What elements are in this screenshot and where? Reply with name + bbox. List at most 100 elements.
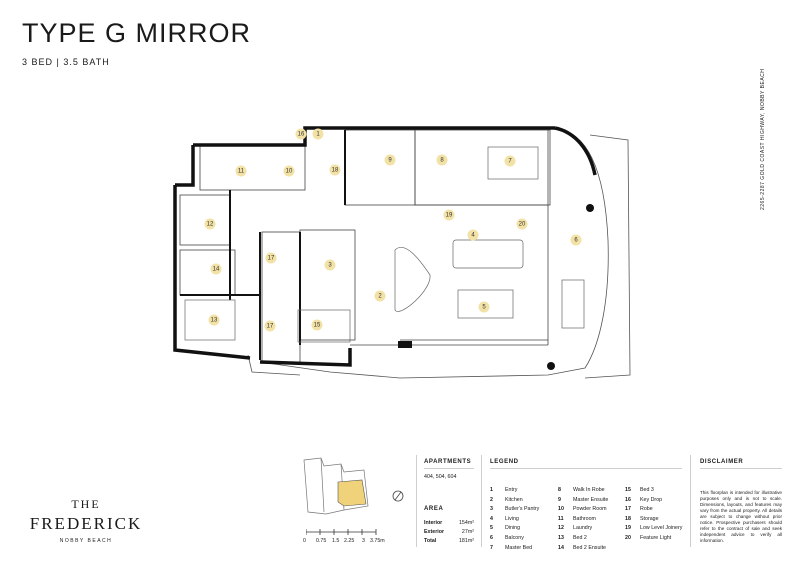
room-label-7: 7	[508, 159, 512, 165]
room-label-9: 9	[388, 158, 392, 164]
area-heading: AREA	[424, 506, 444, 512]
brand-name: FREDERICK	[29, 514, 143, 533]
disclaimer-heading: DISCLAIMER	[700, 459, 744, 465]
room-marker-13	[208, 314, 220, 326]
furniture	[184, 146, 585, 343]
room-marker-18	[329, 164, 341, 176]
disclaimer-rule	[700, 468, 782, 469]
divider-legend	[481, 455, 482, 547]
room-marker-2	[374, 290, 386, 302]
columns	[398, 204, 594, 370]
scale-bar	[306, 529, 377, 535]
scale-tick-0: 0	[303, 538, 306, 544]
area-value: 154m²	[458, 520, 474, 526]
room-label-3: 3	[328, 263, 332, 269]
interior-walls-thin	[179, 129, 551, 363]
brand-logo: THE FREDERICK NOBBY BEACH	[22, 497, 150, 544]
room-label-5: 5	[482, 305, 486, 311]
apartments-heading: APARTMENTS	[424, 459, 472, 465]
room-label-6: 6	[574, 238, 578, 244]
room-label-8: 8	[440, 158, 444, 164]
area-label: Total	[424, 538, 437, 544]
room-marker-8	[436, 154, 448, 166]
room-marker-4	[467, 229, 479, 241]
page-title: TYPE G MIRROR	[22, 18, 252, 48]
room-label-19: 19	[446, 213, 453, 219]
room-marker-12	[204, 218, 216, 230]
exterior-walls	[173, 126, 597, 367]
scale-tick-2: 1.5	[332, 538, 340, 544]
scale-tick-3: 2.25	[344, 538, 355, 544]
divider-apartments	[416, 455, 417, 547]
disclaimer-text: This floorplan is intended for illustrat…	[700, 490, 782, 543]
area-row-total: Total 181m²	[424, 538, 474, 544]
room-label-14: 14	[213, 267, 220, 273]
room-label-2: 2	[378, 294, 382, 300]
room-label-4: 4	[471, 233, 475, 239]
room-label-13: 13	[211, 318, 218, 324]
room-markers: 16 1 18 9 8 7 11 10 12 19 20 4 6 14 17 3…	[204, 128, 582, 332]
room-label-12: 12	[207, 222, 214, 228]
area-row-exterior: Exterior 27m²	[424, 529, 474, 535]
room-label-10: 10	[286, 169, 293, 175]
floor-plan: 16 1 18 9 8 7 11 10 12 19 20 4 6 14 17 3…	[173, 126, 631, 379]
north-arrow-icon	[392, 490, 404, 502]
room-marker-7	[504, 155, 516, 167]
room-label-11: 11	[238, 169, 245, 175]
room-marker-11	[235, 165, 247, 177]
room-marker-1	[312, 128, 324, 140]
legend-heading: LEGEND	[490, 459, 519, 465]
room-marker-17b	[264, 320, 276, 332]
scale-tick-1: 0.75	[316, 538, 327, 544]
room-marker-6	[570, 234, 582, 246]
room-marker-9	[384, 154, 396, 166]
legend-rule	[490, 468, 682, 469]
key-plan	[303, 457, 404, 515]
room-marker-17a	[265, 252, 277, 264]
brand-location: NOBBY BEACH	[59, 538, 113, 544]
room-marker-3	[324, 259, 336, 271]
room-marker-19	[443, 209, 455, 221]
room-label-18: 18	[332, 168, 339, 174]
apartments-numbers: 404, 504, 604	[424, 474, 457, 480]
page-subtitle: 3 BED | 3.5 BATH	[22, 57, 110, 67]
room-label-16: 16	[298, 132, 305, 138]
scale-tick-4: 3	[362, 538, 365, 544]
interior-walls	[180, 130, 346, 360]
keyplan-highlight	[337, 479, 367, 507]
room-label-17b: 17	[267, 324, 274, 330]
area-label: Interior	[424, 520, 443, 526]
brand-the: THE	[71, 497, 101, 511]
area-value: 27m²	[461, 529, 474, 535]
room-label-17a: 17	[268, 256, 275, 262]
room-marker-10	[283, 165, 295, 177]
area-label: Exterior	[424, 529, 445, 535]
area-value: 181m²	[458, 538, 474, 544]
room-label-1: 1	[316, 132, 320, 138]
room-marker-15	[311, 319, 323, 331]
room-marker-5	[478, 301, 490, 313]
